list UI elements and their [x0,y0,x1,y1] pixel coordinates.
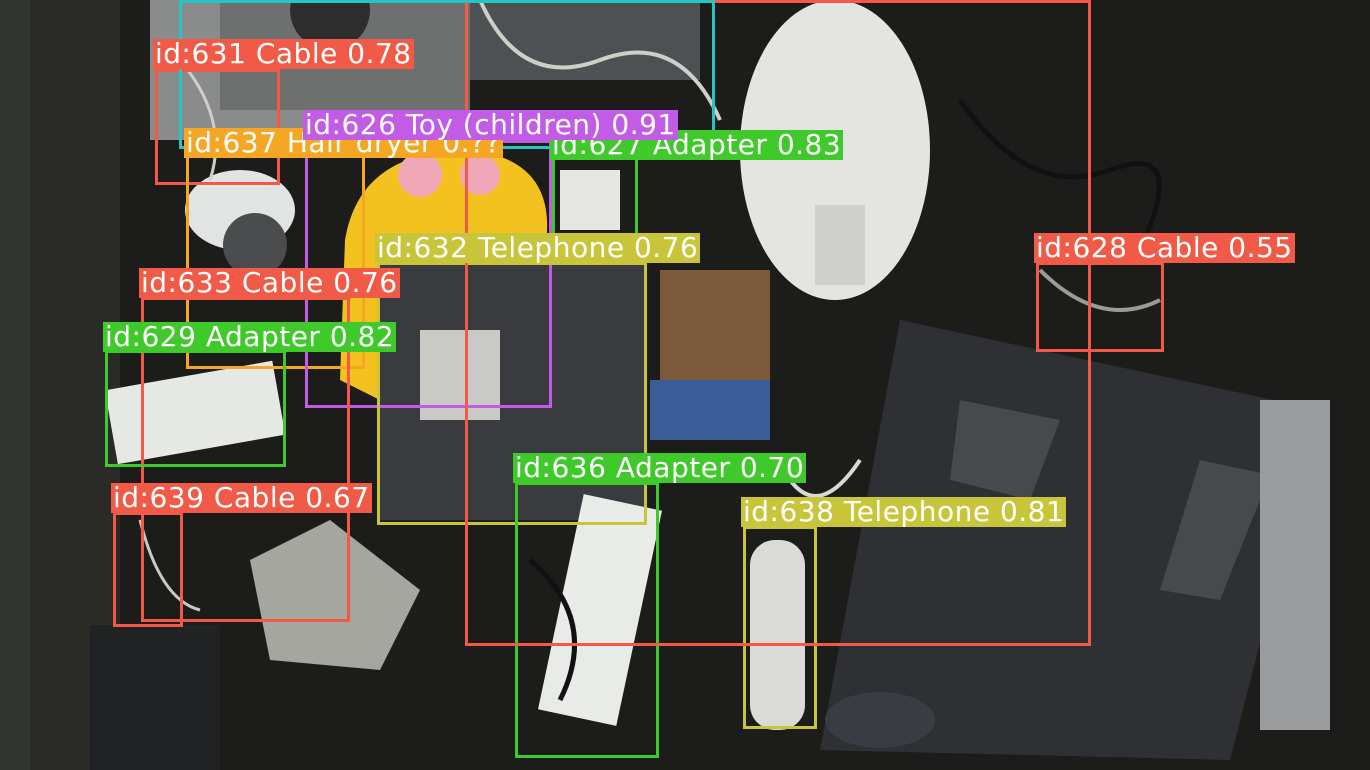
detection-box-unlabeled-large [465,0,1091,646]
detection-label-636: id:636 Adapter 0.70 [513,451,807,484]
detection-box-633 [141,297,350,622]
detection-label-629: id:629 Adapter 0.82 [103,320,397,353]
detection-label-632: id:632 Telephone 0.76 [375,231,701,264]
detection-box-639 [113,512,183,627]
detection-label-639: id:639 Cable 0.67 [111,481,372,514]
detection-box-636 [515,482,659,758]
detection-box-629 [105,350,286,467]
detection-label-638: id:638 Telephone 0.81 [741,495,1067,528]
detection-label-626: id:626 Toy (children) 0.91 [303,108,678,141]
detection-box-631 [155,69,280,185]
detection-box-628 [1036,262,1164,352]
detection-label-631: id:631 Cable 0.78 [153,37,414,70]
detection-box-632 [377,262,647,525]
detection-box-638 [743,526,817,729]
detection-label-628: id:628 Cable 0.55 [1034,231,1295,264]
detection-label-633: id:633 Cable 0.76 [139,266,400,299]
